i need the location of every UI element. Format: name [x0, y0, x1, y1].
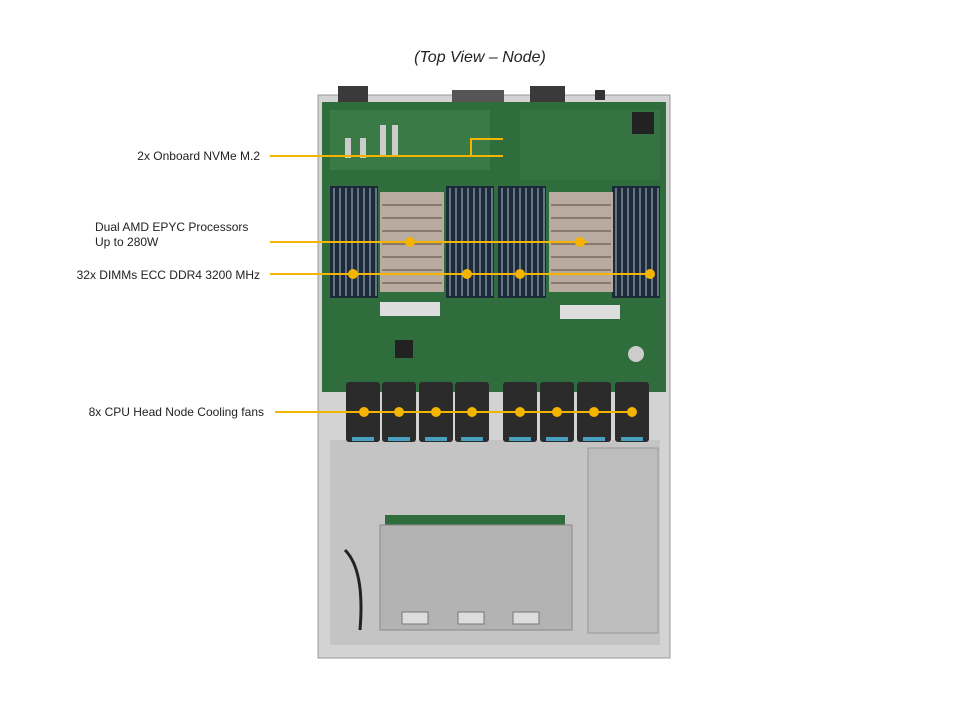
callout-dot-fan [431, 407, 441, 417]
callout-dot-fan [552, 407, 562, 417]
callout-dot-cpu [405, 237, 415, 247]
callout-label-cpu-line1: Dual AMD EPYC Processors [95, 220, 249, 234]
rear-connector [452, 90, 504, 102]
callout-label-fans: 8x CPU Head Node Cooling fans [88, 405, 264, 419]
callout-dot-dimm [348, 269, 358, 279]
callout-dot-fan [359, 407, 369, 417]
riser-card [587, 447, 659, 634]
callout-line-nvme [270, 138, 503, 157]
callout-dot-fan [627, 407, 637, 417]
rear-connector [338, 86, 368, 104]
callout-dot-fan [589, 407, 599, 417]
callout-dot-dimm [645, 269, 655, 279]
rear-connector [530, 86, 565, 104]
callout-label-dimm: 32x DIMMs ECC DDR4 3200 MHz [76, 268, 260, 282]
callout-dot-dimm [462, 269, 472, 279]
callout-label-nvme: 2x Onboard NVMe M.2 [137, 149, 260, 163]
diagram-title: (Top View – Node) [414, 49, 546, 66]
callout-label-cpu-line2: Up to 280W [95, 235, 159, 249]
callout-dot-dimm [515, 269, 525, 279]
callout-dot-fan [467, 407, 477, 417]
callout-lines [270, 138, 652, 413]
rear-connector [595, 90, 605, 100]
callout-dot-fan [515, 407, 525, 417]
callout-label-cpu: Dual AMD EPYC Processors Up to 280W [95, 220, 248, 250]
callout-dot-cpu [575, 237, 585, 247]
callout-dot-fan [394, 407, 404, 417]
